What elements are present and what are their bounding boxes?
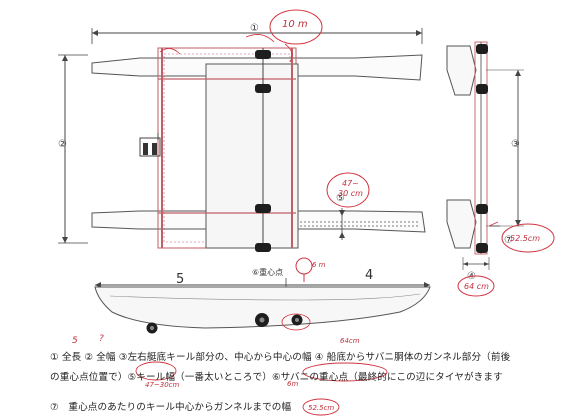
hand-width-4: 64 cm	[464, 282, 489, 291]
marker-2: ②	[58, 139, 67, 150]
front-hull-lower	[446, 199, 477, 249]
marker-7: ⑦	[504, 235, 513, 246]
hand-cap-6m: 6m	[287, 380, 298, 388]
hand-gunnel-top: 47~	[342, 179, 359, 188]
caption-line-2: の重心点位置で）⑤キール幅（一番太いところで）⑥サバニの重心点（最終的にこの辺に…	[50, 372, 503, 383]
overall-width-dimension: ②	[58, 54, 88, 244]
wheel-top-1	[255, 50, 271, 59]
handwritten-annotations: 10 m 47~ 30 cm 6 m 64 cm 52.5cm 5 ? 64cm…	[72, 9, 555, 416]
side-view: 5 4 ⑥重心点 ④	[94, 257, 490, 334]
marker-6-centroid: ⑥重心点	[252, 267, 283, 277]
hand-cap-64: 64cm	[340, 337, 360, 345]
wheel-top-3	[255, 204, 271, 213]
hand-gunnel-bottom: 30 cm	[338, 189, 363, 198]
wheel-front-4	[476, 243, 488, 253]
wheel-front-3	[476, 204, 488, 214]
marker-1: ①	[250, 23, 259, 34]
marker-5: ⑤	[336, 193, 345, 204]
hand-cap-keel: 47~30cm	[145, 381, 180, 389]
side-right-number: 4	[365, 268, 373, 283]
hand-cap-q1: 5	[72, 336, 78, 346]
left-bracket	[139, 137, 161, 157]
top-view	[91, 47, 426, 252]
front-hull-upper	[446, 45, 477, 96]
overall-length-dimension: ①	[91, 23, 423, 44]
hand-dist-7: 52.5cm	[510, 234, 540, 243]
front-view: ③ ⑦	[446, 41, 524, 255]
side-hull	[94, 286, 431, 329]
hand-cap-q2: ?	[99, 334, 104, 344]
keel-width-indicator: ⑤	[336, 193, 345, 240]
side-left-number: 5	[176, 272, 184, 287]
wheel-front-1	[476, 44, 488, 54]
wheel-front-2	[476, 84, 488, 94]
deck-area	[205, 63, 299, 249]
hand-cap-525: 52.5cm	[308, 404, 334, 412]
wheel-top-4	[255, 243, 271, 252]
hand-length: 10 m	[282, 19, 308, 30]
caption-line-1: ① 全長 ② 全幅 ③左右艇底キール部分の、中心から中心の幅 ④ 船底からサバニ…	[50, 352, 511, 363]
wheel-top-2	[255, 84, 271, 93]
caption-line-3: ⑦ 重心点のあたりのキール中心からガンネルまでの幅	[50, 402, 292, 413]
hand-height-6: 6 m	[312, 261, 326, 269]
marker-3: ③	[511, 139, 520, 150]
